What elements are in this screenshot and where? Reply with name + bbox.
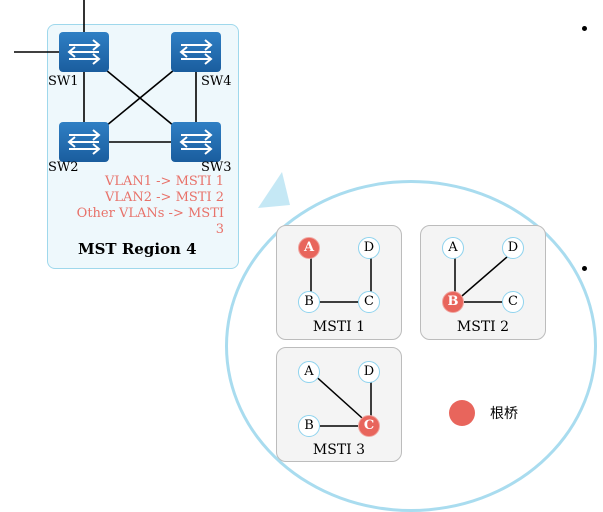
node-a: A xyxy=(298,237,320,259)
root-bridge-legend-label: 根桥 xyxy=(490,406,518,422)
mapping-line: Other VLANs -> MSTI xyxy=(76,206,224,221)
node-a: A xyxy=(298,361,320,383)
switch-sw1-icon xyxy=(59,32,109,72)
msti-title: MSTI 2 xyxy=(456,319,510,335)
switch-label-sw2: SW2 xyxy=(48,160,79,175)
msti-card-1: A D B C MSTI 1 xyxy=(276,225,402,340)
bullet-point xyxy=(582,266,587,271)
switch-label-sw3: SW3 xyxy=(201,160,232,175)
node-d: D xyxy=(358,361,380,383)
msti-title: MSTI 1 xyxy=(312,319,366,335)
bullet-point xyxy=(582,26,587,31)
msti-card-3: A D B C MSTI 3 xyxy=(276,347,402,462)
vlan-mapping-list: VLAN1 -> MSTI 1 VLAN2 -> MSTI 2 Other VL… xyxy=(40,174,224,238)
mapping-line: VLAN2 -> MSTI 2 xyxy=(104,190,224,205)
root-bridge-legend-icon xyxy=(449,400,475,426)
msti-title: MSTI 3 xyxy=(312,442,366,458)
node-b: B xyxy=(442,291,464,313)
switch-sw3-icon xyxy=(171,122,221,162)
switch-sw4-icon xyxy=(171,32,221,72)
node-d: D xyxy=(358,237,380,259)
mapping-line: VLAN1 -> MSTI 1 xyxy=(104,174,224,189)
switch-label-sw4: SW4 xyxy=(201,74,232,89)
switch-label-sw1: SW1 xyxy=(48,74,79,89)
node-d: D xyxy=(502,237,524,259)
mapping-line: 3 xyxy=(215,222,224,237)
node-b: B xyxy=(298,415,320,437)
region-title: MST Region 4 xyxy=(78,240,197,258)
msti-card-2: A D B C MSTI 2 xyxy=(420,225,546,340)
node-b: B xyxy=(298,291,320,313)
node-c: C xyxy=(358,415,380,437)
node-a: A xyxy=(442,237,464,259)
switch-sw2-icon xyxy=(59,122,109,162)
node-c: C xyxy=(358,291,380,313)
node-c: C xyxy=(502,291,524,313)
